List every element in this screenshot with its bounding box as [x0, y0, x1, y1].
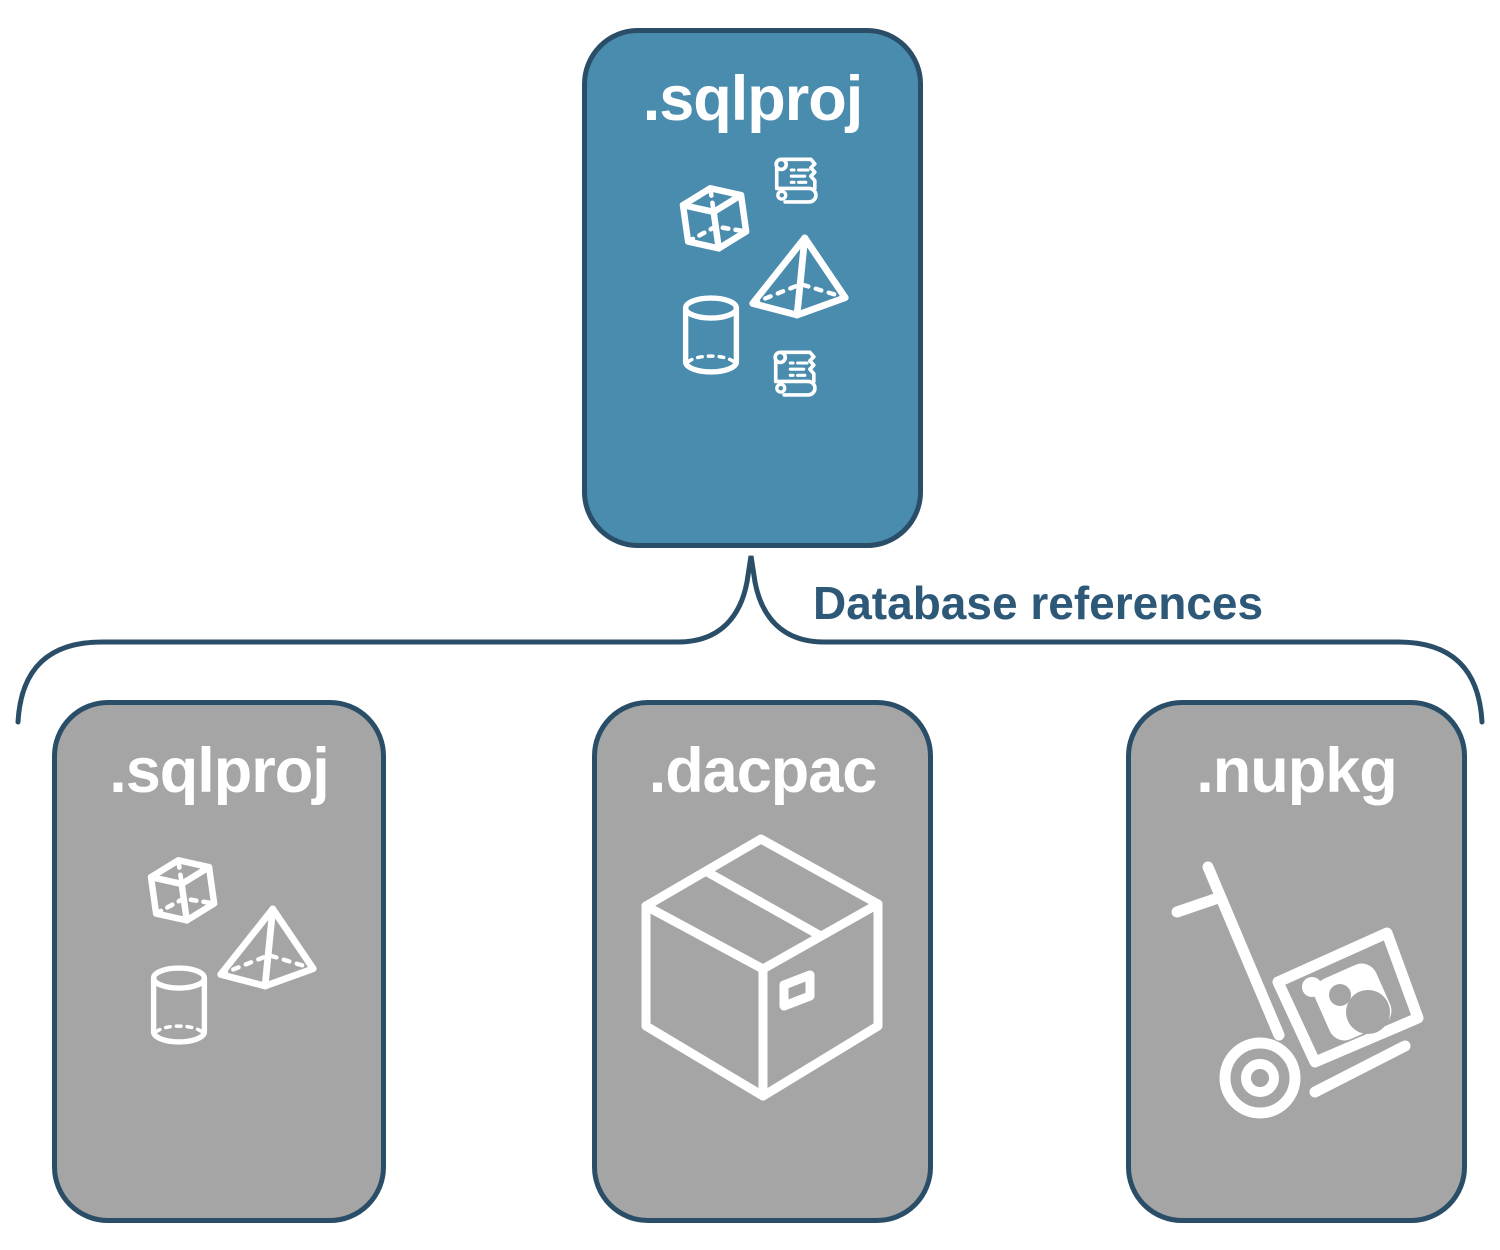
- scroll-icon: [769, 348, 825, 406]
- node-nupkg: .nupkg: [1126, 700, 1467, 1223]
- cylinder-icon: [674, 295, 748, 375]
- node-label: .sqlproj: [109, 736, 330, 806]
- hand-truck-nuget-icon: [1165, 860, 1425, 1120]
- node-label: .dacpac: [648, 736, 878, 806]
- node-sqlproj-child: .sqlproj: [52, 700, 386, 1223]
- cylinder-icon: [142, 965, 216, 1045]
- cube-icon: [135, 851, 227, 943]
- pyramid-icon: [213, 900, 319, 994]
- node-dacpac: .dacpac: [592, 700, 933, 1223]
- node-label: .nupkg: [1196, 736, 1397, 806]
- scroll-icon: [770, 155, 826, 213]
- node-label: .sqlproj: [642, 64, 864, 134]
- pyramid-icon: [745, 229, 851, 323]
- cube-icon: [667, 179, 759, 271]
- node-sqlproj-root: .sqlproj: [582, 28, 923, 548]
- connector-label: Database references: [813, 577, 1264, 629]
- package-box-icon: [638, 831, 886, 1104]
